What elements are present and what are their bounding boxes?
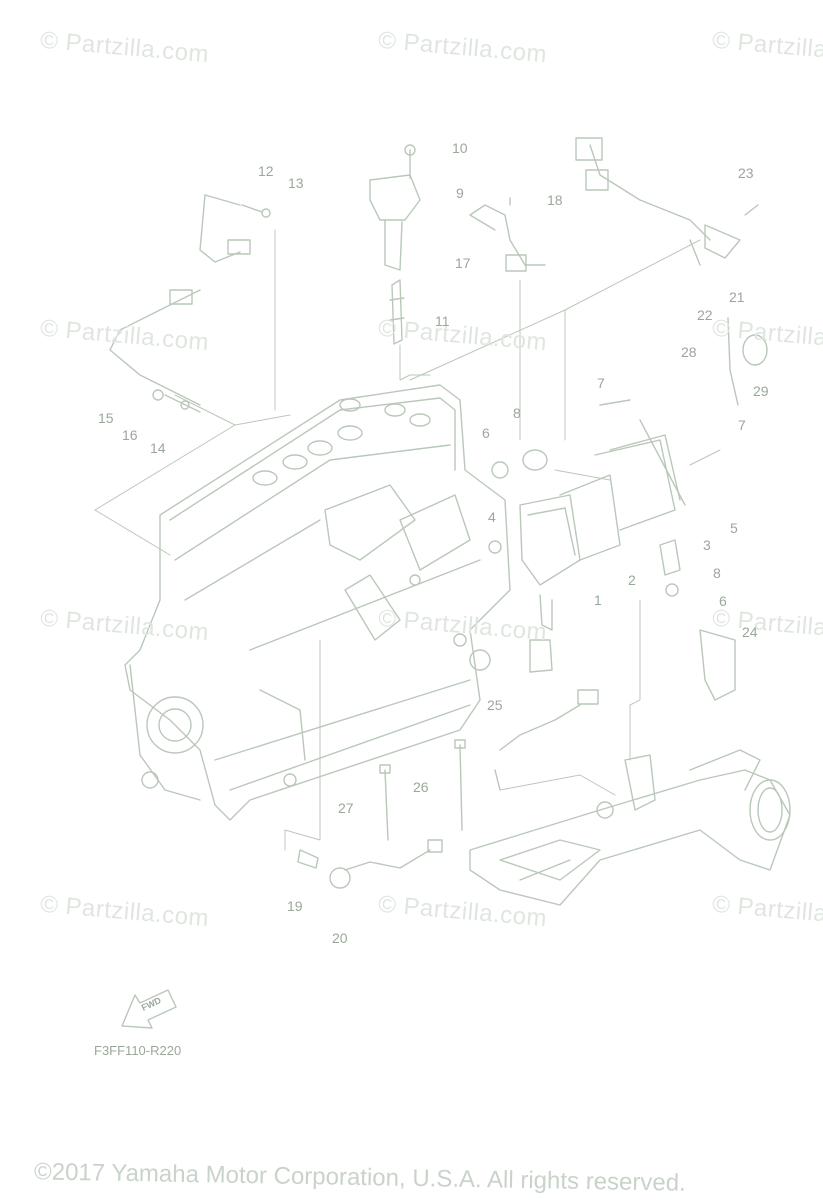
engine-block <box>124 384 511 821</box>
callout-22[interactable]: 22 <box>697 307 713 323</box>
callout-7[interactable]: 7 <box>597 375 605 391</box>
callout-13[interactable]: 13 <box>288 175 304 191</box>
callout-6[interactable]: 6 <box>482 425 490 441</box>
callout-8[interactable]: 8 <box>713 565 721 581</box>
callout-8[interactable]: 8 <box>513 405 521 421</box>
callout-7[interactable]: 7 <box>738 417 746 433</box>
sensor-wiring <box>109 137 768 413</box>
callout-23[interactable]: 23 <box>738 165 754 181</box>
callout-24[interactable]: 24 <box>742 624 758 640</box>
callout-1[interactable]: 1 <box>594 592 602 608</box>
diagram-code: F3FF110-R220 <box>94 1043 182 1058</box>
callout-26[interactable]: 26 <box>413 779 429 795</box>
callout-11[interactable]: 11 <box>435 313 450 329</box>
callout-4[interactable]: 4 <box>488 509 496 525</box>
callout-9[interactable]: 9 <box>456 185 464 201</box>
callout-6[interactable]: 6 <box>719 593 727 609</box>
spark-plug <box>389 279 405 345</box>
callout-16[interactable]: 16 <box>122 427 138 443</box>
callout-10[interactable]: 10 <box>452 140 468 156</box>
callout-19[interactable]: 19 <box>287 898 303 914</box>
callout-27[interactable]: 27 <box>338 800 354 816</box>
callout-25[interactable]: 25 <box>487 697 503 713</box>
exhaust-assembly <box>469 749 791 906</box>
leader-lines <box>94 229 721 851</box>
callout-14[interactable]: 14 <box>150 440 166 456</box>
callout-17[interactable]: 17 <box>455 255 471 271</box>
callout-21[interactable]: 21 <box>729 289 745 305</box>
fwd-arrow <box>121 989 177 1029</box>
callout-5[interactable]: 5 <box>730 520 738 536</box>
callout-18[interactable]: 18 <box>547 192 563 208</box>
callout-12[interactable]: 12 <box>258 163 274 179</box>
callout-2[interactable]: 2 <box>628 572 636 588</box>
callout-20[interactable]: 20 <box>332 930 348 946</box>
control-unit <box>488 399 736 701</box>
loose-parts <box>297 689 599 889</box>
ignition-coil <box>369 144 421 271</box>
callout-3[interactable]: 3 <box>703 537 711 553</box>
callout-29[interactable]: 29 <box>753 383 769 399</box>
callout-15[interactable]: 15 <box>98 410 114 426</box>
callout-28[interactable]: 28 <box>681 344 697 360</box>
